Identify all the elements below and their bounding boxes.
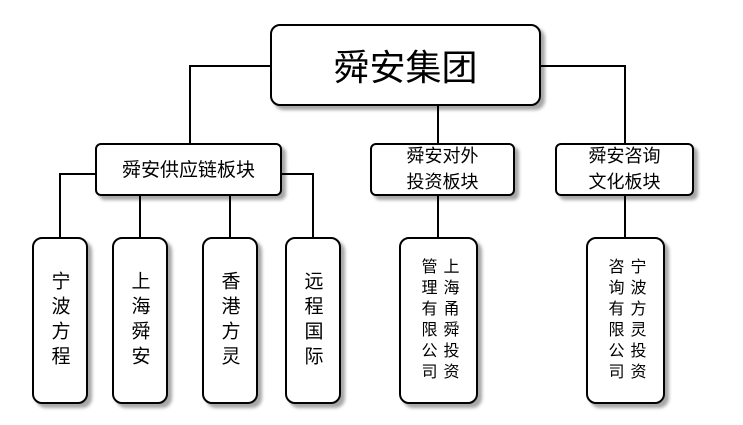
sector-investment-line-1: 舜安对外 — [406, 145, 479, 167]
sector-supply-chain-label: 舜安供应链板块 — [121, 158, 255, 181]
unit-ningbo-fangcheng: 宁波方程 — [32, 237, 88, 404]
unit-label-col-2: 管理有限公司 — [418, 257, 438, 384]
unit-shanghai-shunan: 上海舜安 — [112, 237, 168, 404]
unit-label-columns: 宁波方灵投资 咨询有限公司 — [604, 258, 648, 384]
root-label: 舜安集团 — [333, 48, 478, 89]
unit-ningbo-fangling-consulting: 宁波方灵投资 咨询有限公司 — [586, 237, 665, 404]
unit-label: 香港方灵 — [218, 270, 241, 371]
unit-label-col-1: 上海甬舜投资 — [440, 257, 460, 384]
unit-label: 远程国际 — [301, 270, 324, 371]
unit-hongkong-fangling: 香港方灵 — [202, 237, 258, 404]
sector-investment: 舜安对外 投资板块 — [370, 143, 515, 196]
unit-label-col-1: 宁波方灵投资 — [627, 257, 647, 384]
unit-shanghai-yongshun-investment: 上海甬舜投资 管理有限公司 — [399, 237, 478, 404]
unit-yuancheng-international: 远程国际 — [285, 237, 341, 404]
connector-supply-bus-right — [282, 173, 314, 237]
unit-label-columns: 上海甬舜投资 管理有限公司 — [417, 258, 461, 384]
root-node: 舜安集团 — [270, 24, 541, 106]
connector-supply-bus — [59, 173, 95, 237]
sector-consulting-line-2: 文化板块 — [588, 171, 661, 193]
unit-label-col-2: 咨询有限公司 — [605, 257, 625, 384]
connector-root-supply — [189, 65, 270, 143]
sector-supply-chain: 舜安供应链板块 — [95, 143, 282, 196]
unit-label: 上海舜安 — [128, 270, 151, 371]
unit-label: 宁波方程 — [48, 270, 71, 371]
sector-consulting-line-1: 舜安咨询 — [588, 145, 661, 167]
sector-consulting: 舜安咨询 文化板块 — [555, 143, 694, 196]
connector-root-consult — [541, 65, 626, 143]
sector-investment-line-2: 投资板块 — [406, 171, 479, 193]
